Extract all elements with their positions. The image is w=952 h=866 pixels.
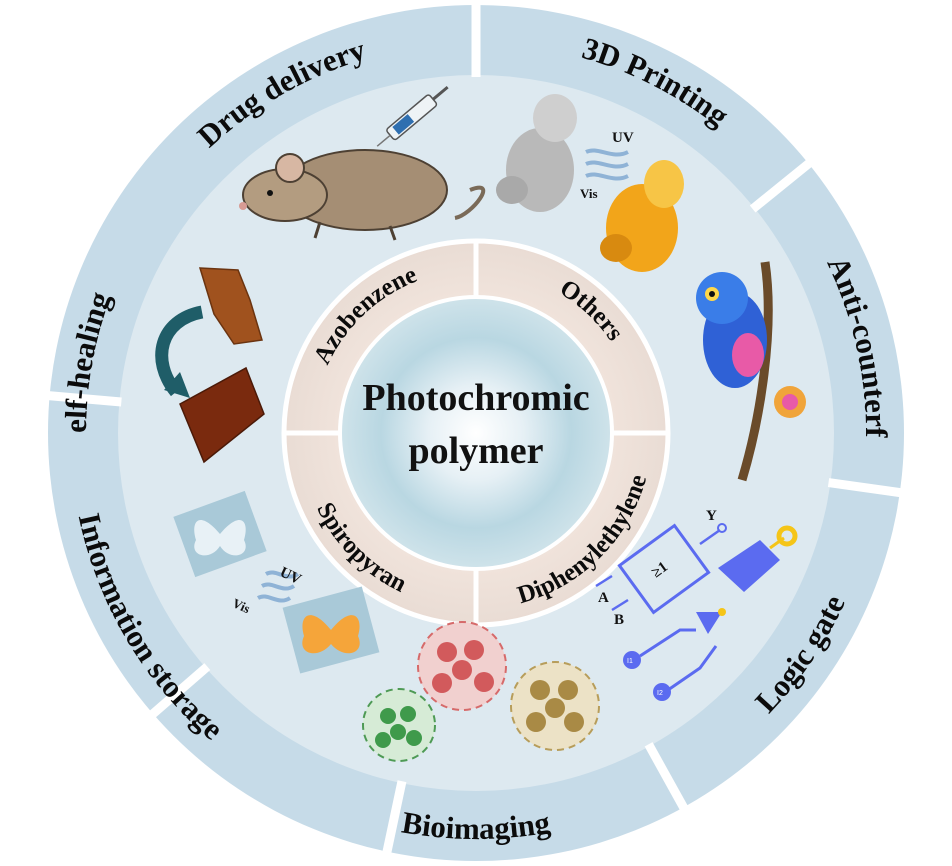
- logic-y-label: Y: [706, 508, 717, 524]
- logic-gate-symbol: ≥1: [649, 559, 671, 581]
- inner-segment-dividers: [284, 241, 668, 625]
- outer-divider-bottom-right: [381, 780, 407, 857]
- outer-divider-right: [827, 478, 905, 498]
- storage-illustration: [173, 490, 380, 674]
- outer-divider-bottom-left: [147, 663, 211, 720]
- self-healing-illustration: [155, 267, 265, 464]
- chameleon-illustration: [696, 261, 806, 482]
- logic-a-label: A: [598, 590, 609, 606]
- printing-switch-arrows: [585, 148, 629, 181]
- broken-film-piece: [198, 267, 263, 345]
- center-title-line1: Photochromic: [362, 377, 589, 419]
- logic-input-i1: [623, 651, 641, 669]
- logic-input-i2: [653, 683, 671, 701]
- bioimaging-cells: [362, 621, 600, 762]
- logic-i1-label: I1: [627, 658, 633, 665]
- logic-gate-box: [617, 523, 711, 615]
- label-bioimaging: Bioimaging: [400, 804, 553, 846]
- gray-statue-illustration: [496, 94, 577, 212]
- outer-divider-lower-right: [644, 742, 690, 814]
- outer-divider-upper-right: [749, 157, 815, 213]
- printing-vis-label: Vis: [580, 186, 598, 201]
- curved-arrow-icon: [155, 305, 204, 397]
- logic-gate-schematic: [595, 523, 798, 701]
- syringe-icon: [376, 85, 449, 147]
- outer-divider-left: [45, 390, 122, 407]
- mouse-illustration: [239, 149, 486, 241]
- storage-vis-label: Vis: [230, 595, 252, 616]
- center-disc: [340, 297, 612, 569]
- logic-b-label: B: [614, 612, 624, 628]
- logic-i2-label: I2: [657, 690, 663, 697]
- logic-output-light: [776, 525, 798, 547]
- healed-film-piece: [179, 366, 265, 464]
- center-title-line2: polymer: [408, 430, 543, 472]
- gold-statue-illustration: [600, 160, 684, 272]
- logic-output-node: [717, 523, 727, 533]
- printing-uv-label: UV: [612, 130, 634, 146]
- outer-segment-dividers: [45, 1, 905, 857]
